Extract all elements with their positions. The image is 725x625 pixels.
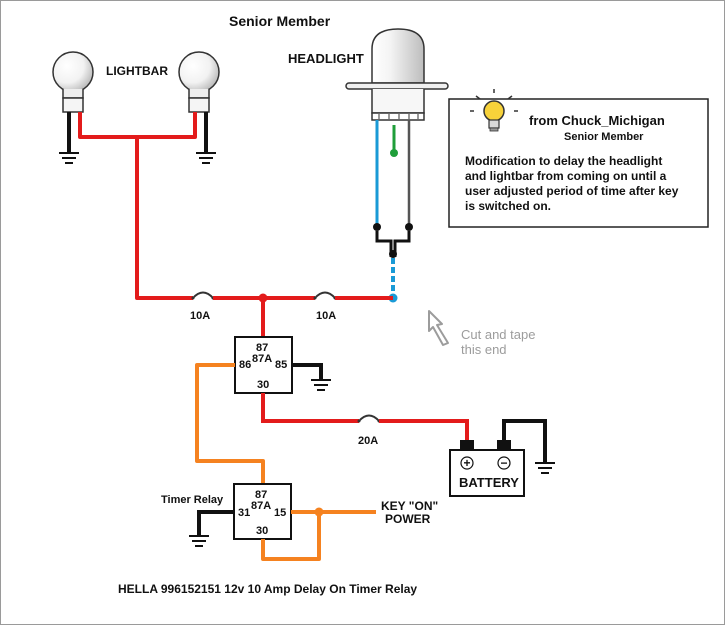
fuse-10a-right [313, 291, 337, 300]
key-power-junction [314, 507, 324, 517]
ground-symbol-battery [535, 462, 555, 474]
headlight-plug-joint [389, 250, 397, 258]
relay-ground-wire [292, 363, 323, 379]
fuse-10a-left [191, 291, 215, 300]
page-title: Senior Member [229, 13, 331, 29]
battery-label: BATTERY [459, 475, 519, 490]
relay-pin-87a: 87A [252, 353, 272, 365]
note-author: from Chuck_Michigan [529, 113, 665, 128]
battery-minus-sign: − [500, 456, 507, 470]
headlight-bulb [345, 28, 449, 121]
battery-plus-sign: + [463, 456, 470, 470]
lightbar-bulb-left [52, 51, 94, 113]
ground-symbol-lightbar-left [59, 152, 79, 164]
lightbar-ground-wires [67, 112, 208, 153]
timer-relay-pin-30: 30 [256, 525, 268, 537]
headlight-wires [373, 120, 413, 231]
timer-relay-pin-15: 15 [274, 507, 286, 519]
ground-symbol-relay [311, 379, 331, 391]
relay-pin-87: 87 [256, 342, 268, 354]
lightbar-label: LIGHTBAR [106, 64, 168, 78]
timer-relay-pin-31: 31 [238, 507, 250, 519]
fuse-label-10a-left: 10A [190, 310, 210, 322]
timer-relay-label: Timer Relay [161, 494, 224, 506]
lightbar-bulb-right [178, 51, 220, 113]
note-role: Senior Member [564, 131, 644, 143]
headlight-plug [375, 231, 411, 257]
battery-positive-wire [379, 419, 469, 441]
battery [449, 440, 525, 497]
relay-pin-85: 85 [275, 359, 287, 371]
ground-symbol-timer-relay [189, 535, 209, 547]
relay-pin-30: 30 [257, 379, 269, 391]
lightbulb-icon [470, 89, 518, 132]
fuse-label-20a: 20A [358, 435, 378, 447]
key-power-label-line2: POWER [385, 512, 431, 526]
fuse-label-10a-right: 10A [316, 310, 336, 322]
note-body-line-1: Modification to delay the headlight [465, 154, 662, 168]
ground-symbol-lightbar-right [196, 152, 216, 164]
timer-to-relay-wire [195, 363, 265, 484]
battery-feed-wire [261, 393, 359, 423]
key-power-label-line1: KEY "ON" [381, 499, 438, 513]
note-body-line-3: user adjusted period of time after key [465, 184, 679, 198]
note-body-line-4: is switched on. [465, 199, 551, 213]
battery-ground-wire [502, 419, 547, 463]
cut-note-line1: Cut and tape [461, 327, 535, 342]
diagram-caption: HELLA 996152151 12v 10 Amp Delay On Time… [118, 582, 417, 596]
relay-pin-86: 86 [239, 359, 251, 371]
timer-relay-pin-87: 87 [255, 489, 267, 501]
headlight-label: HEADLIGHT [288, 51, 364, 66]
lightbar-power-wire [78, 112, 197, 300]
cut-arrow-icon [428, 310, 449, 346]
note-body-line-2: and lightbar from coming on until a [465, 169, 667, 183]
timer-relay-30-wire [261, 512, 321, 561]
timer-relay-pin-87a: 87A [251, 500, 271, 512]
fuse-20a [357, 414, 381, 423]
timer-relay-ground-wire [197, 510, 234, 536]
cut-note-line2: this end [461, 342, 507, 357]
